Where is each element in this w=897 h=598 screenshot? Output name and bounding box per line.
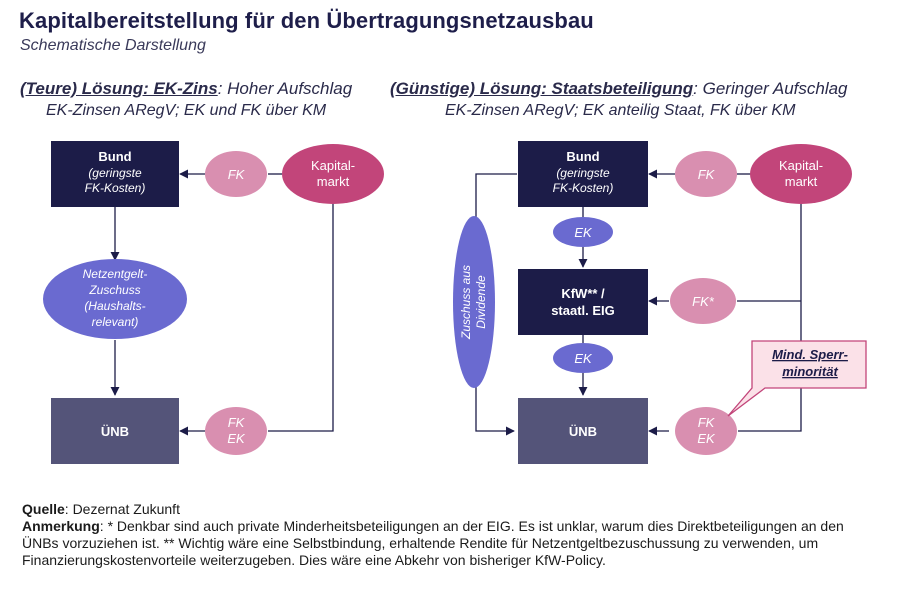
right-line-km-to-fkek [738,203,802,432]
note-paragraph: Anmerkung: * Denkbar sind auch private M… [22,518,882,569]
left-fkek-line-1: FK [228,415,246,430]
left-zuschuss-node: Netzentgelt- Zuschuss (Haushalts- releva… [43,259,187,339]
left-bund-note-2: FK-Kosten) [85,181,146,195]
right-fkstar-node: FK* [670,278,736,324]
right-heading-rest: : Geringer Aufschlag [693,79,848,98]
source-text: : Dezernat Zukunft [64,501,180,517]
left-zuschuss-line-1: Netzentgelt- [83,267,148,281]
left-kapitalmarkt-line-1: Kapital- [311,158,355,173]
source-label: Quelle [22,501,65,517]
left-bund-label: Bund [98,149,131,164]
right-subheading: EK-Zinsen ARegV; EK anteilig Staat, FK ü… [445,102,796,119]
right-fkstar-label: FK* [692,294,715,309]
right-kapitalmarkt-line-1: Kapital- [779,158,823,173]
right-unb-label: ÜNB [569,424,597,439]
right-heading-bold: (Günstige) Lösung: Staatsbeteiligung [390,79,694,98]
right-ek-upper-label: EK [574,225,593,240]
right-kapitalmarkt-line-2: markt [785,174,818,189]
note-text: : * Denkbar sind auch private Minderheit… [22,518,844,568]
page-title: Kapitalbereitstellung für den Übertragun… [19,8,594,33]
left-kapitalmarkt-line-2: markt [317,174,350,189]
sperrminoritaet-callout: Mind. Sperr- minorität [727,340,867,417]
right-zuschuss-line-1: Zuschuss aus [459,265,473,340]
right-ek-lower-node: EK [553,343,613,373]
left-unb-box: ÜNB [51,398,179,464]
left-fkek-line-2: EK [227,431,246,446]
flow-diagram: Bund (geringste FK-Kosten) FK Kapital- m… [43,141,867,464]
right-unb-box: ÜNB [518,398,648,464]
right-kfw-line-1: KfW** / [561,286,605,301]
left-zuschuss-line-3: (Haushalts- [84,299,145,313]
left-zuschuss-line-2: Zuschuss [88,283,140,297]
right-bund-note-1: (geringste [556,166,610,180]
left-fk-label: FK [228,167,246,182]
right-kapitalmarkt-node: Kapital- markt [750,144,852,204]
right-fk-node: FK [675,151,737,197]
left-kapitalmarkt-node: Kapital- markt [282,144,384,204]
right-kfw-box: KfW** / staatl. EIG [518,269,648,335]
right-ek-upper-node: EK [553,217,613,247]
left-bund-note-1: (geringste [88,166,142,180]
note-label: Anmerkung [22,518,100,534]
right-bund-note-2: FK-Kosten) [553,181,614,195]
callout-line-1: Mind. Sperr- [772,347,848,362]
right-heading: (Günstige) Lösung: Staatsbeteiligung: Ge… [390,79,848,99]
right-fk-label: FK [698,167,716,182]
right-zuschuss-dividende-node: Zuschuss aus Dividende [453,216,495,388]
right-kfw-line-2: staatl. EIG [551,303,615,318]
left-fkek-node: FK EK [205,407,267,455]
left-subheading: EK-Zinsen ARegV; EK und FK über KM [46,102,327,119]
left-connectors [110,169,334,436]
right-fkek-line-1: FK [698,415,716,430]
left-zuschuss-line-4: relevant) [92,315,139,329]
right-fkek-line-2: EK [697,431,716,446]
left-unb-label: ÜNB [101,424,129,439]
source-line: Quelle: Dezernat Zukunft [22,501,882,518]
right-bund-label: Bund [566,149,599,164]
page-subtitle: Schematische Darstellung [20,37,206,54]
left-heading-bold: (Teure) Lösung: EK-Zins [20,79,218,98]
left-bund-box: Bund (geringste FK-Kosten) [51,141,179,207]
left-heading: (Teure) Lösung: EK-Zins: Hoher Aufschlag [20,79,352,99]
left-heading-rest: : Hoher Aufschlag [217,79,353,98]
right-ek-lower-label: EK [574,351,593,366]
right-fkek-node: FK EK [675,407,737,455]
callout-line-2: minorität [782,364,838,379]
footer-notes: Quelle: Dezernat Zukunft Anmerkung: * De… [22,501,882,569]
right-zuschuss-line-2: Dividende [474,275,488,329]
right-bund-box: Bund (geringste FK-Kosten) [518,141,648,207]
left-fk-node: FK [205,151,267,197]
left-line-km-to-fkek [268,203,334,432]
